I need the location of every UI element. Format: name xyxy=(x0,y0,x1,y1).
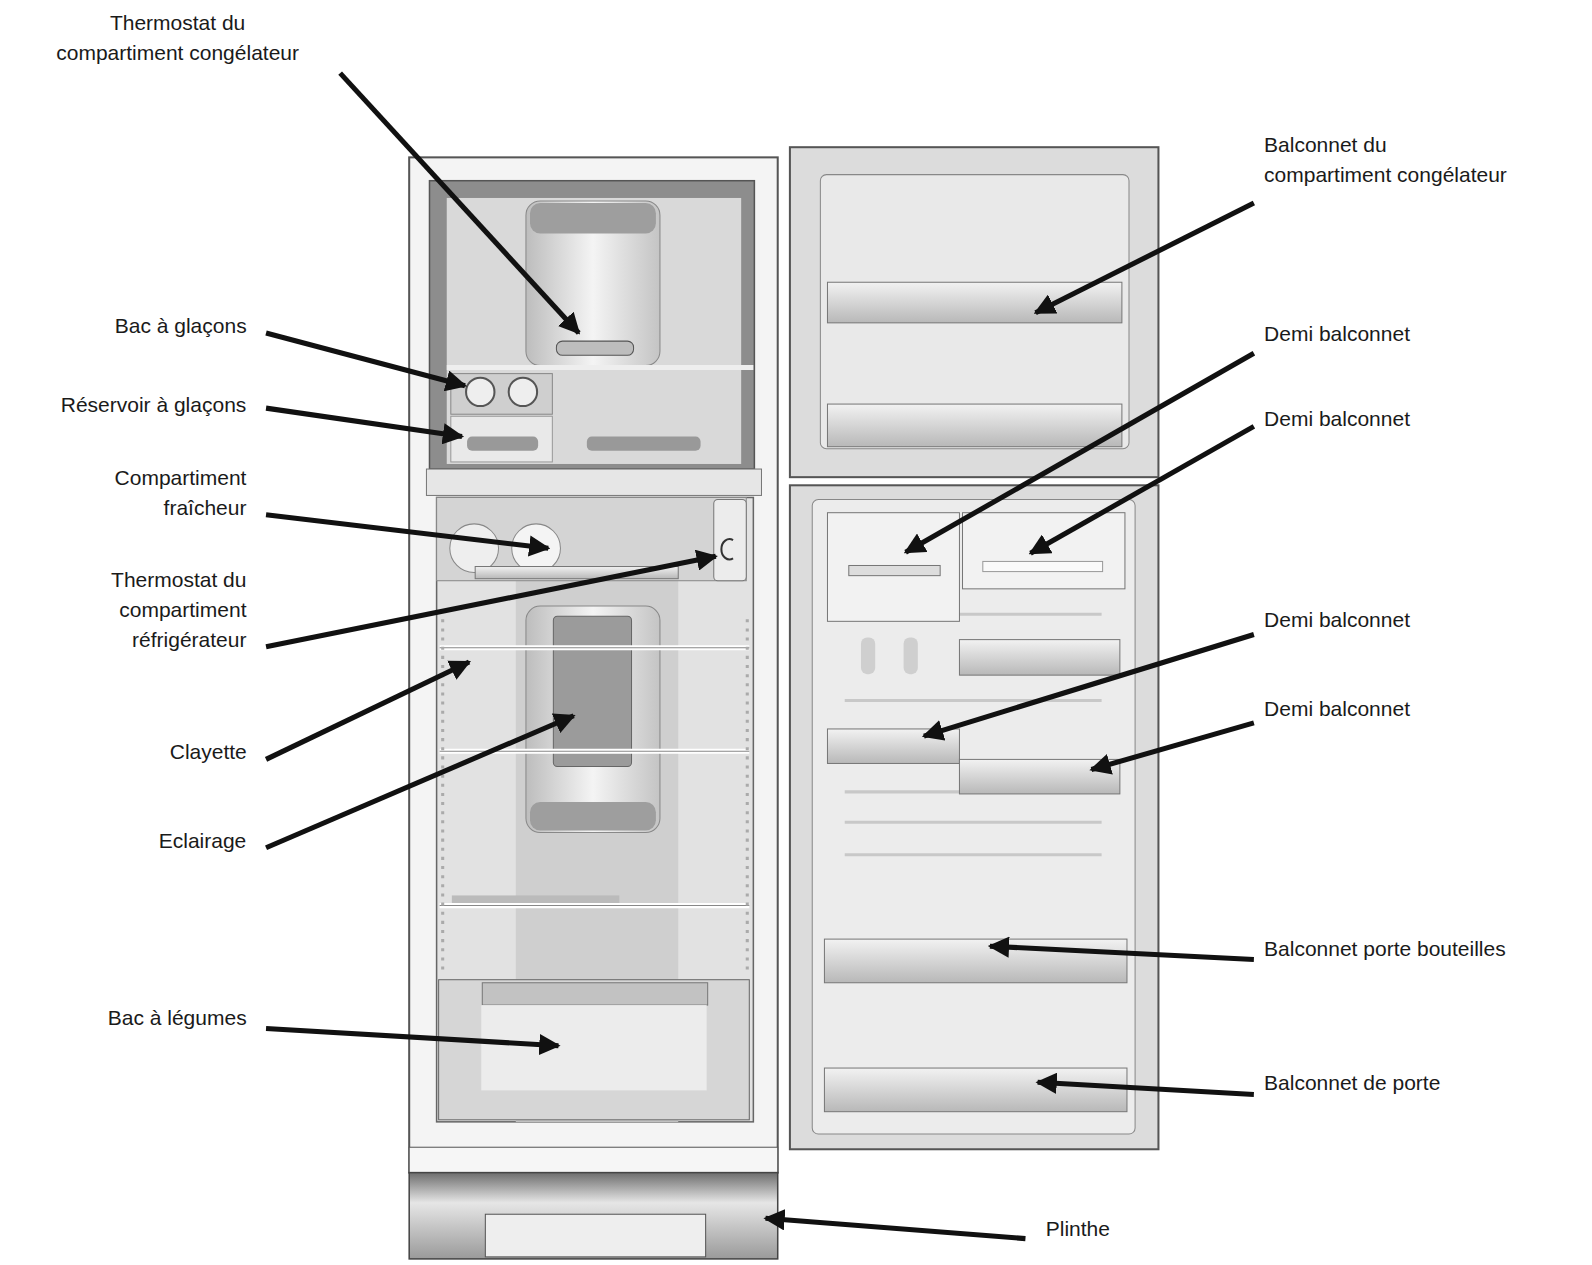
part-label: Bac à glaçons xyxy=(115,311,247,341)
freezer-evaporator xyxy=(526,201,660,365)
door-shelf xyxy=(827,282,1121,323)
part-label: Balconnet du compartiment congélateur xyxy=(1264,130,1518,190)
ice-knob xyxy=(466,378,494,406)
drawer-handle xyxy=(482,983,707,1005)
leader-arrow xyxy=(1031,426,1254,553)
freezer-door xyxy=(790,147,1159,477)
fridge-fan xyxy=(530,802,656,830)
egg-holder xyxy=(861,638,875,675)
leader-arrow xyxy=(266,515,548,549)
leader-arrow xyxy=(1038,1082,1254,1094)
door-shelf xyxy=(827,404,1121,447)
egg-tray xyxy=(452,895,620,903)
freezer-thermostat xyxy=(556,341,633,355)
part-label: Bac à légumes xyxy=(108,1003,247,1033)
fridge-door xyxy=(790,485,1159,1149)
bottle-shelf xyxy=(824,939,1127,983)
half-shelf-lid xyxy=(983,561,1103,571)
thermostat-knob xyxy=(721,539,733,559)
ice-bin xyxy=(451,416,553,462)
shelf-edge xyxy=(440,905,750,906)
half-shelf-lid xyxy=(849,565,940,575)
leader-arrow xyxy=(266,556,716,646)
half-shelf xyxy=(959,759,1119,794)
ice-knob xyxy=(509,378,537,406)
vegetable-drawer xyxy=(439,980,750,1120)
part-label: Plinthe xyxy=(1046,1214,1110,1244)
part-label: Thermostat du compartiment congélateur xyxy=(48,8,307,68)
freezer-tray xyxy=(587,437,701,451)
shelf-edge xyxy=(440,647,750,648)
leader-arrow xyxy=(340,73,579,333)
part-label: Demi balconnet xyxy=(1264,319,1410,349)
leader-arrow xyxy=(266,408,462,436)
part-label: Balconnet porte bouteilles xyxy=(1264,934,1506,964)
leader-arrow xyxy=(1036,203,1254,313)
leader-arrow xyxy=(990,946,1254,959)
half-shelf xyxy=(959,640,1119,676)
fridge-compartment xyxy=(437,497,754,1121)
leader-arrows xyxy=(266,73,1254,1239)
light-cover xyxy=(553,616,631,766)
leader-arrow xyxy=(266,662,469,759)
freezer-door-liner xyxy=(820,175,1129,449)
leader-arrow xyxy=(266,333,465,386)
fridge-thermostat xyxy=(714,500,746,581)
freezer-fan xyxy=(530,203,656,233)
part-label: Thermostat du compartiment réfrigérateur xyxy=(64,565,247,655)
base-band xyxy=(409,1147,778,1172)
half-shelf xyxy=(827,729,959,764)
leader-arrow xyxy=(924,635,1254,737)
part-label: Demi balconnet xyxy=(1264,605,1410,635)
shelf xyxy=(440,903,750,908)
drawer-front xyxy=(481,1005,706,1090)
part-label: Compartiment fraîcheur xyxy=(64,463,247,523)
part-label: Balconnet de porte xyxy=(1264,1068,1440,1098)
shelf xyxy=(440,645,750,650)
part-label: Clayette xyxy=(170,737,247,767)
part-label: Réservoir à glaçons xyxy=(61,390,247,420)
leader-arrow xyxy=(1091,723,1253,770)
plinth-grille xyxy=(485,1214,705,1257)
plinth xyxy=(409,1173,778,1259)
leader-arrow xyxy=(266,1028,558,1045)
ice-tray xyxy=(451,374,553,415)
freezer-shelf xyxy=(447,365,754,370)
door-shelf xyxy=(824,1068,1127,1112)
ice-bin-handle xyxy=(467,437,538,451)
part-label: Eclairage xyxy=(159,826,247,856)
leader-arrow xyxy=(766,1218,1026,1238)
egg-holder xyxy=(904,638,918,675)
part-label: Demi balconnet xyxy=(1264,404,1410,434)
leader-arrow xyxy=(266,716,574,848)
half-shelf xyxy=(827,513,959,622)
part-label: Demi balconnet xyxy=(1264,694,1410,724)
fridge-evaporator xyxy=(526,606,660,832)
shelf-rail xyxy=(746,619,749,974)
divider xyxy=(426,469,761,495)
fridge-door-liner xyxy=(812,500,1135,1135)
fresh-dial xyxy=(450,524,499,573)
half-shelf xyxy=(963,513,1125,589)
